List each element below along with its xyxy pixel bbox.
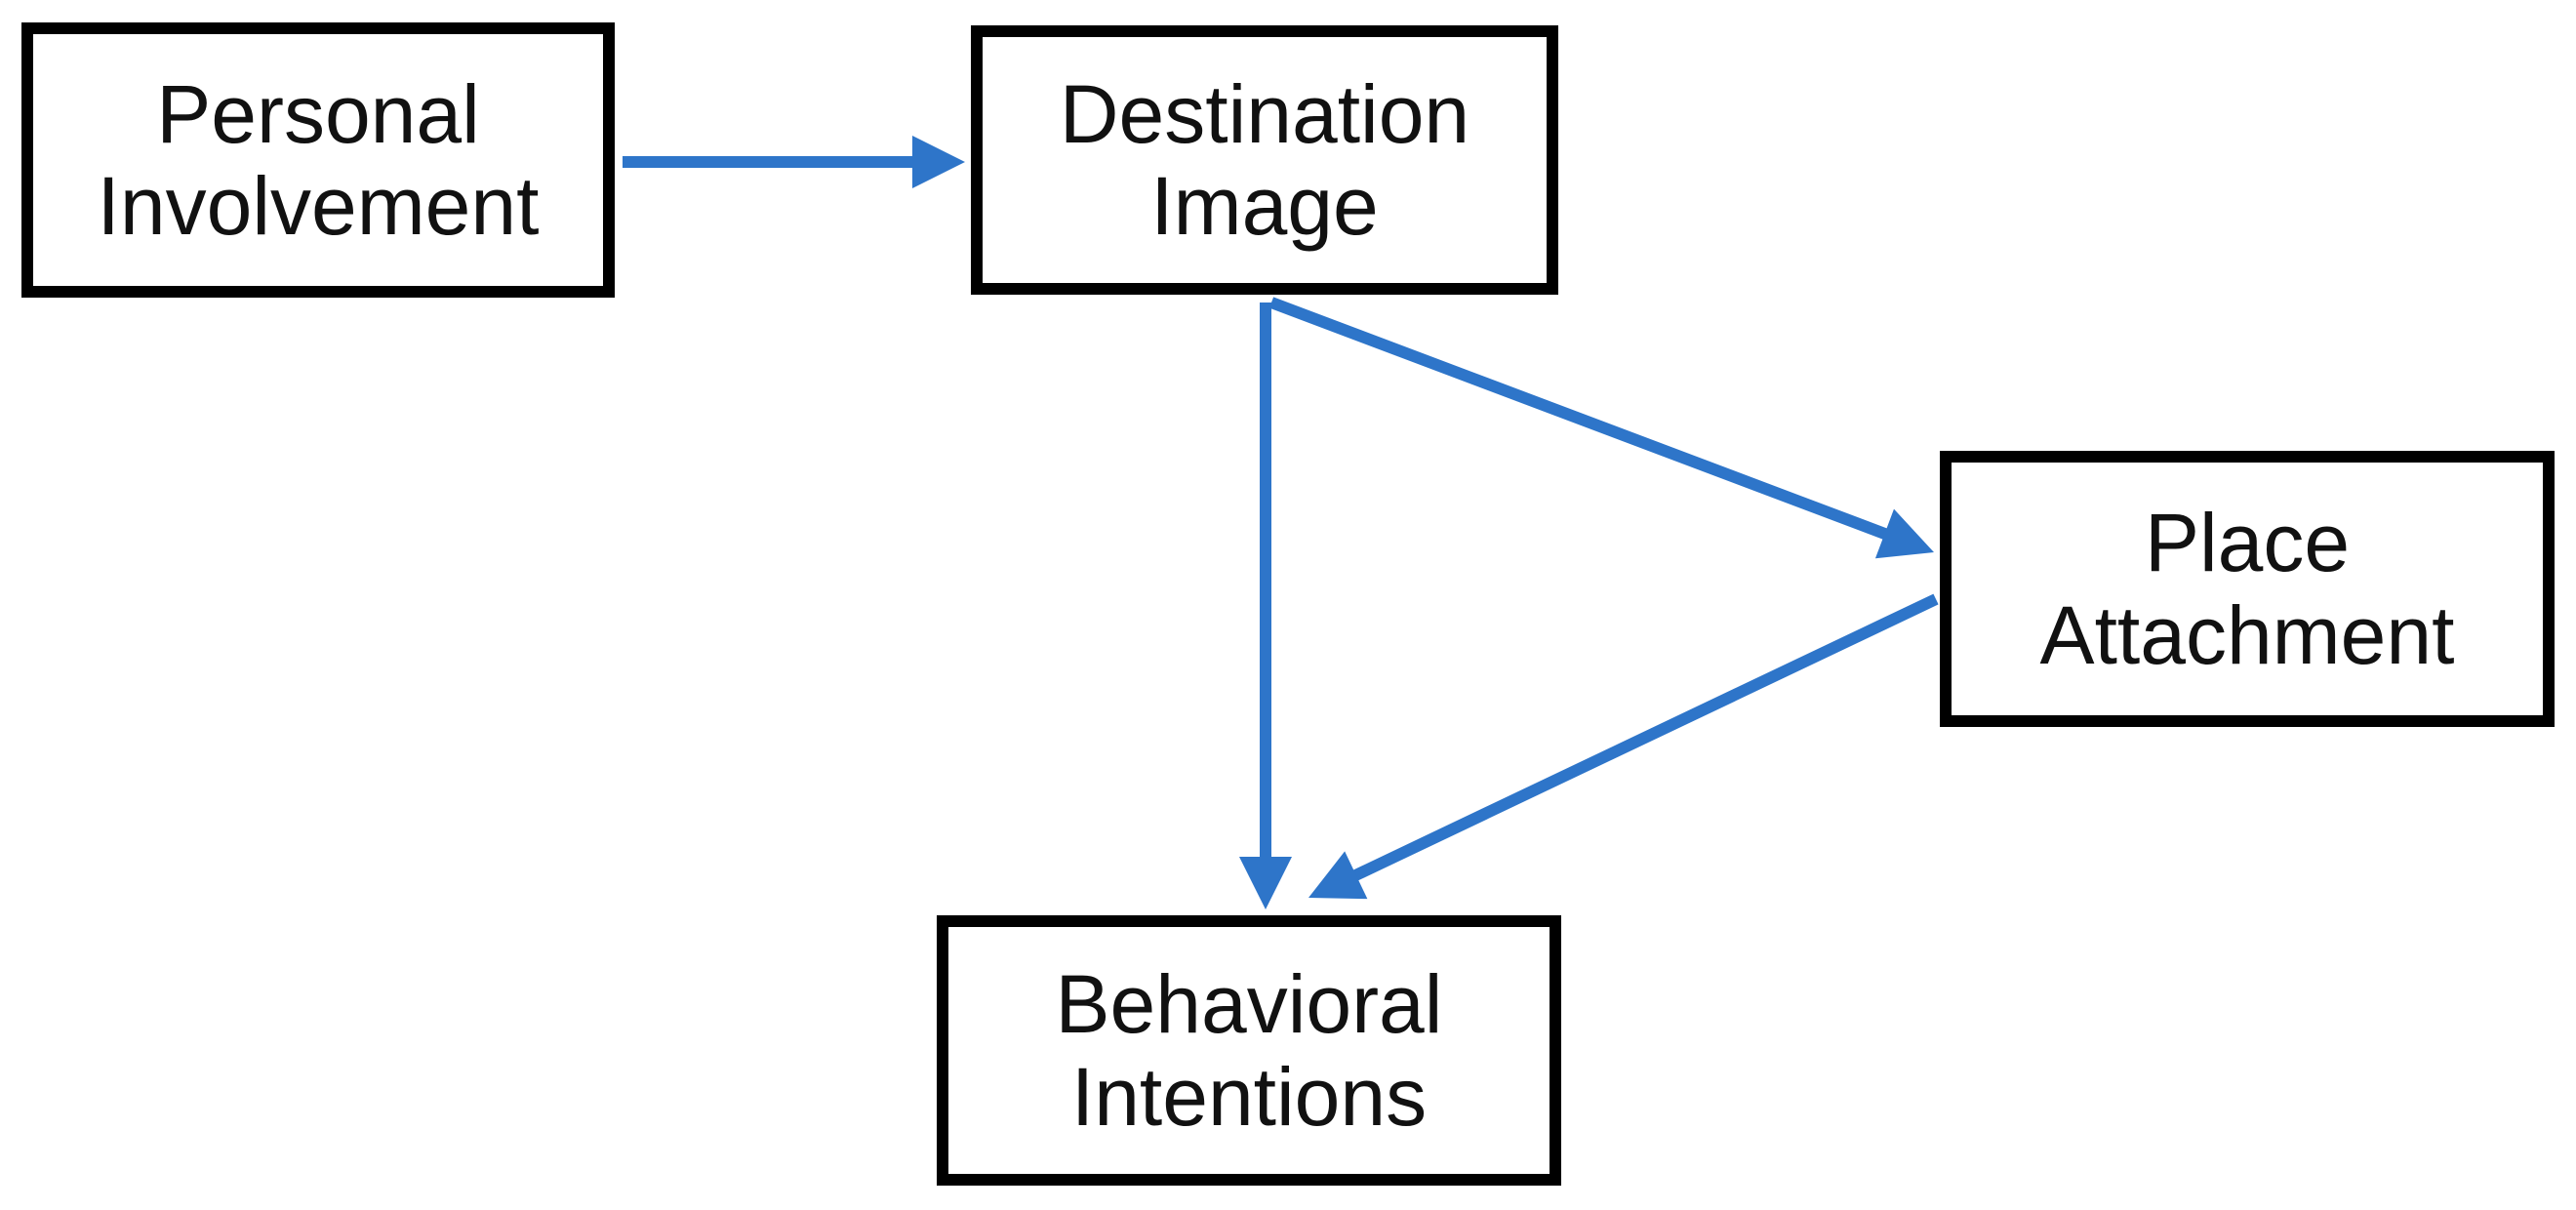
- arrow-destination-image-to-place-attachment: [1268, 297, 1891, 541]
- arrowhead-place-attachment-to-behavioral-intentions: [1308, 851, 1368, 900]
- node-destination-image-label: Destination Image: [1059, 67, 1470, 252]
- node-behavioral-intentions-label: Behavioral Intentions: [1055, 958, 1443, 1143]
- node-place-attachment-label: Place Attachment: [2039, 497, 2455, 681]
- node-personal-involvement-label: Personal Involvement: [97, 67, 540, 252]
- node-destination-image: Destination Image: [971, 25, 1558, 295]
- arrowhead-personal-involvement-to-destination-image: [912, 136, 965, 188]
- node-personal-involvement: Personal Involvement: [21, 22, 615, 298]
- arrowhead-destination-image-to-behavioral-intentions: [1239, 857, 1292, 909]
- arrowhead-destination-image-to-place-attachment: [1874, 508, 1934, 559]
- arrow-place-attachment-to-behavioral-intentions: [1349, 593, 1939, 882]
- node-behavioral-intentions: Behavioral Intentions: [937, 915, 1561, 1186]
- node-place-attachment: Place Attachment: [1940, 451, 2555, 727]
